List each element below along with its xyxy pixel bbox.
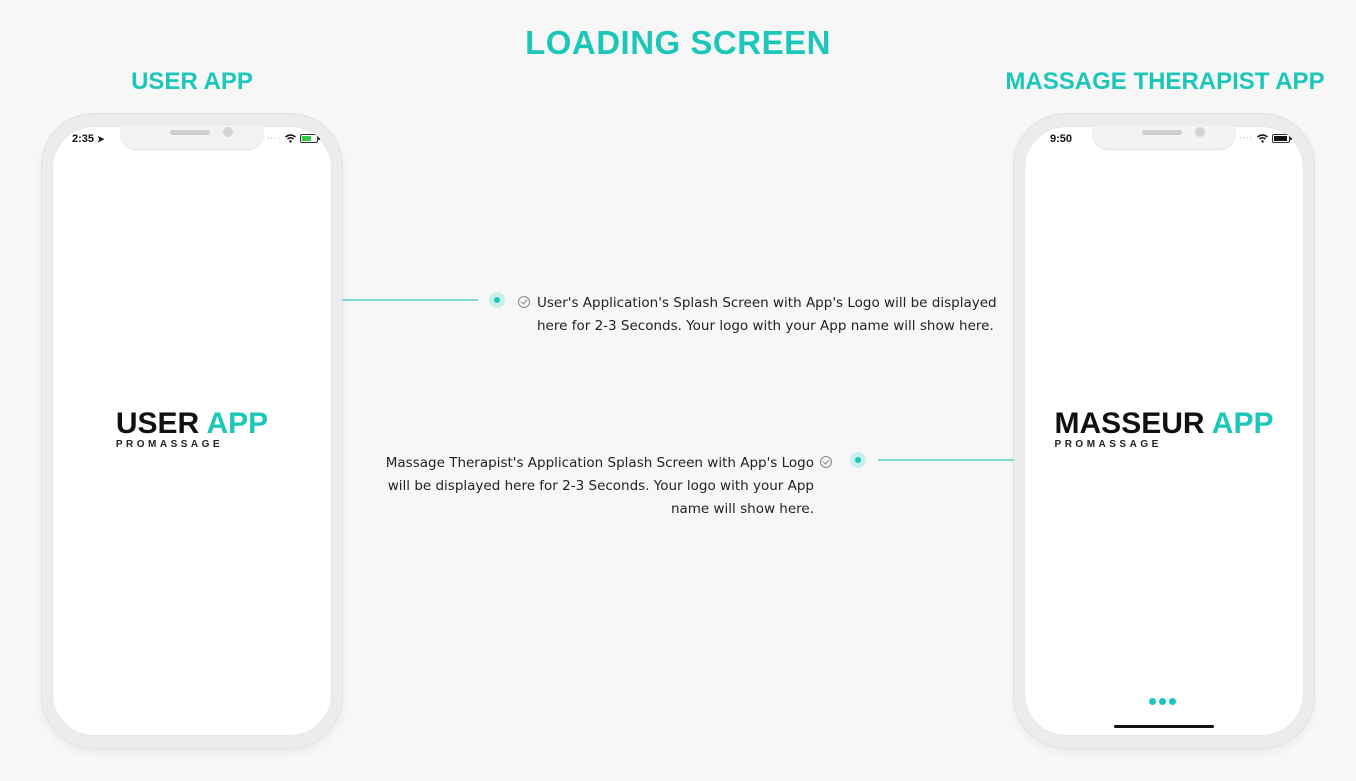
logo-subtitle: PROMASSAGE (115, 439, 224, 450)
check-circle-icon (518, 296, 530, 308)
therapist-app-screen: 9:50 ···· MASSEUR APP PROMASSAGE (1024, 126, 1304, 736)
cellular-signal-icon: ···· (266, 134, 281, 143)
speaker-grill (1142, 130, 1182, 135)
phone-notch (1092, 126, 1236, 150)
therapist-app-heading: MASSAGE THERAPIST APP (1005, 68, 1325, 95)
logo-main-text: USER (115, 407, 200, 440)
user-app-connector-node (489, 292, 505, 308)
therapist-app-connector-node (850, 452, 866, 468)
check-circle-icon (820, 456, 832, 468)
therapist-app-phone-mockup: 9:50 ···· MASSEUR APP PROMASSAGE (1014, 114, 1314, 748)
user-app-screen: 2:35➤ ···· USER APP PROMASSAGE (52, 126, 332, 736)
front-camera (1195, 127, 1205, 137)
status-time: 9:50 (1050, 133, 1072, 145)
front-camera (223, 127, 233, 137)
status-time: 2:35➤ (72, 133, 105, 145)
logo-accent-text: APP (206, 407, 269, 440)
speaker-grill (170, 130, 210, 135)
logo-accent-text: APP (1211, 407, 1274, 440)
user-app-phone-mockup: 2:35➤ ···· USER APP PROMASSAGE (42, 114, 342, 748)
location-arrow-icon: ➤ (97, 134, 105, 144)
user-app-connector-line (342, 299, 478, 301)
home-indicator (1114, 725, 1214, 728)
user-app-heading: USER APP (131, 68, 253, 95)
wifi-icon (1257, 134, 1268, 143)
status-icons: ···· (1238, 134, 1292, 143)
user-app-description: User's Application's Splash Screen with … (537, 295, 997, 334)
cellular-signal-icon: ···· (1238, 134, 1253, 143)
therapist-app-logo: MASSEUR APP PROMASSAGE (1024, 409, 1304, 451)
status-time-text: 9:50 (1050, 133, 1073, 145)
loading-dots-icon (1149, 698, 1176, 705)
battery-icon (1272, 134, 1292, 143)
phone-notch (120, 126, 264, 150)
therapist-app-connector-line (878, 459, 1014, 461)
wifi-icon (285, 134, 296, 143)
logo-wordmark: MASSEUR APP (1055, 409, 1274, 439)
status-time-text: 2:35 (72, 133, 95, 145)
therapist-app-description: Massage Therapist's Application Splash S… (385, 455, 814, 517)
battery-charging-icon (300, 134, 320, 143)
status-icons: ···· (266, 134, 320, 143)
logo-main-text: MASSEUR (1054, 407, 1205, 440)
page-title: LOADING SCREEN (525, 24, 831, 61)
logo-subtitle: PROMASSAGE (1054, 439, 1162, 450)
user-app-logo: USER APP PROMASSAGE (52, 409, 332, 451)
logo-wordmark: USER APP (116, 409, 268, 439)
